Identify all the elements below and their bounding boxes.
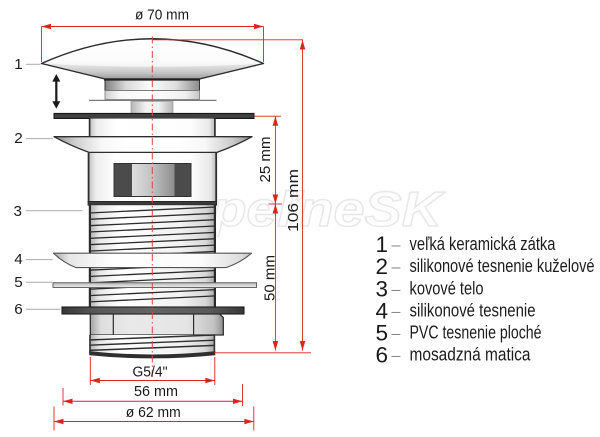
svg-text:2: 2 bbox=[375, 254, 388, 279]
svg-text:1: 1 bbox=[375, 232, 388, 257]
svg-text:1: 1 bbox=[14, 57, 23, 73]
svg-text:–: – bbox=[392, 281, 401, 298]
svg-text:6: 6 bbox=[14, 302, 23, 318]
svg-text:–: – bbox=[392, 348, 401, 365]
svg-text:–: – bbox=[392, 237, 401, 254]
svg-text:silikonové tesnenie: silikonové tesnenie bbox=[410, 300, 536, 320]
svg-text:2: 2 bbox=[14, 131, 23, 147]
svg-text:mosadzná matica: mosadzná matica bbox=[410, 345, 532, 365]
svg-text:25 mm: 25 mm bbox=[257, 137, 274, 183]
svg-text:4: 4 bbox=[14, 252, 23, 268]
svg-text:3: 3 bbox=[375, 276, 388, 301]
svg-text:106 mm: 106 mm bbox=[285, 169, 302, 232]
svg-text:ø 62 mm: ø 62 mm bbox=[126, 404, 181, 421]
svg-text:4: 4 bbox=[375, 298, 388, 323]
svg-text:3: 3 bbox=[14, 204, 23, 220]
svg-text:5: 5 bbox=[14, 275, 23, 291]
svg-text:–: – bbox=[392, 259, 401, 276]
svg-text:ø 70 mm: ø 70 mm bbox=[135, 7, 189, 24]
svg-text:silikonové tesnenie kuželové: silikonové tesnenie kuželové bbox=[410, 256, 595, 276]
svg-text:56 mm: 56 mm bbox=[134, 383, 178, 400]
svg-text:veľká keramická zátka: veľká keramická zátka bbox=[410, 234, 557, 254]
svg-text:–: – bbox=[392, 326, 401, 343]
svg-text:50 mm: 50 mm bbox=[262, 255, 279, 301]
svg-text:–: – bbox=[392, 303, 401, 320]
svg-text:5: 5 bbox=[375, 321, 388, 346]
svg-text:6: 6 bbox=[375, 343, 388, 368]
svg-text:kovové telo: kovové telo bbox=[410, 278, 484, 298]
svg-text:PVC tesnenie ploché: PVC tesnenie ploché bbox=[410, 323, 542, 343]
svg-text:G5/4": G5/4" bbox=[133, 363, 168, 380]
